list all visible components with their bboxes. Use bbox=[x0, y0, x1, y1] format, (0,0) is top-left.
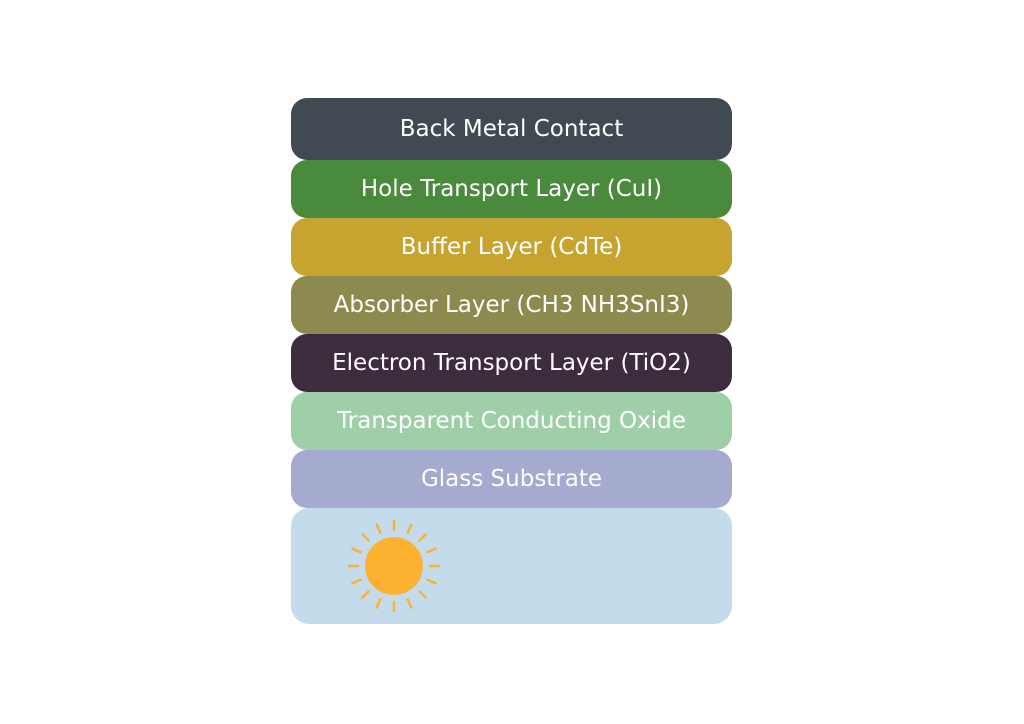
sun-ray bbox=[351, 578, 362, 585]
sun-ray bbox=[406, 598, 413, 609]
layer-back-metal-contact: Back Metal Contact bbox=[291, 98, 732, 160]
sun-ray bbox=[360, 590, 370, 600]
layer-label: Absorber Layer (CH3 NH3SnI3) bbox=[333, 292, 690, 318]
layer-label: Electron Transport Layer (TiO2) bbox=[332, 350, 691, 376]
sun-ray bbox=[426, 547, 437, 554]
layer-absorber: Absorber Layer (CH3 NH3SnI3) bbox=[291, 276, 732, 334]
layer-label: Glass Substrate bbox=[420, 466, 603, 492]
layer-buffer: Buffer Layer (CdTe) bbox=[291, 218, 732, 276]
incident-light-panel bbox=[291, 508, 732, 624]
sun-icon bbox=[348, 520, 440, 612]
sun-ray bbox=[375, 523, 382, 534]
layer-electron-transport: Electron Transport Layer (TiO2) bbox=[291, 334, 732, 392]
layer-label: Hole Transport Layer (CuI) bbox=[360, 176, 663, 202]
sun-ray bbox=[418, 532, 428, 542]
sun-ray bbox=[426, 578, 437, 585]
layer-label: Transparent Conducting Oxide bbox=[337, 408, 686, 434]
layer-glass-substrate: Glass Substrate bbox=[291, 450, 732, 508]
sun-ray bbox=[406, 523, 413, 534]
sun-ray bbox=[418, 590, 428, 600]
sun-ray bbox=[351, 547, 362, 554]
layer-transparent-conducting-oxide: Transparent Conducting Oxide bbox=[291, 392, 732, 450]
sun-ray bbox=[360, 532, 370, 542]
layer-hole-transport: Hole Transport Layer (CuI) bbox=[291, 160, 732, 218]
sun-ray bbox=[375, 598, 382, 609]
layer-label: Back Metal Contact bbox=[399, 116, 624, 142]
solar-cell-layer-stack: Back Metal Contact Hole Transport Layer … bbox=[291, 98, 732, 624]
layer-label: Buffer Layer (CdTe) bbox=[400, 234, 623, 260]
